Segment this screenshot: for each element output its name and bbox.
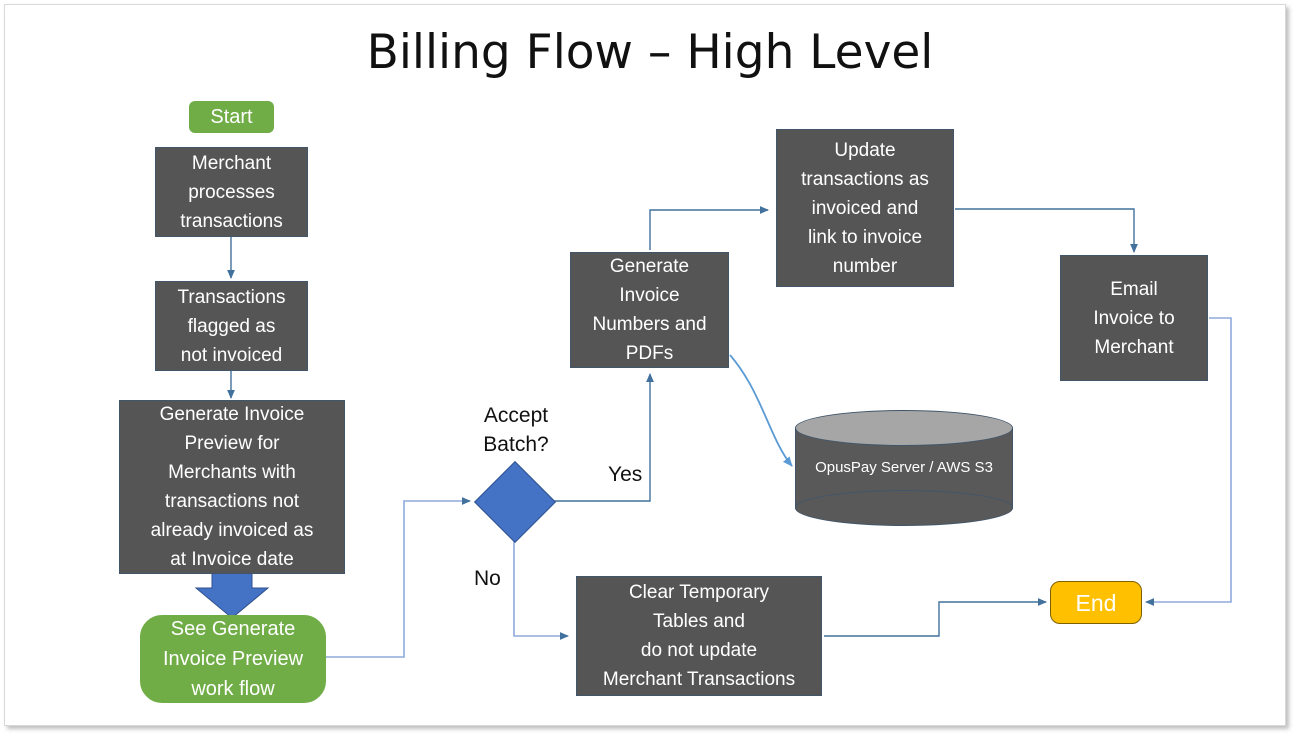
page-title: Billing Flow – High Level	[366, 25, 934, 80]
node-generate-invoice-preview-label: Generate Invoice Preview for Merchants w…	[150, 404, 314, 570]
node-transactions-flagged[interactable]: Transactions flagged as not invoiced	[155, 281, 308, 371]
node-generate-invoice-preview[interactable]: Generate Invoice Preview for Merchants w…	[119, 400, 345, 574]
node-start-label: Start	[210, 106, 253, 128]
node-accept-batch-label: Accept Batch?	[483, 404, 549, 456]
edge-clear-to-end	[824, 598, 1047, 637]
node-transactions-flagged-label: Transactions flagged as not invoiced	[177, 286, 286, 366]
cylinder-top	[795, 410, 1013, 446]
node-end[interactable]: End	[1050, 581, 1142, 624]
node-accept-batch-decision[interactable]	[473, 460, 557, 544]
node-generate-invoice-numbers-label: Generate Invoice Numbers and PDFs	[592, 256, 707, 364]
node-see-generate-invoice-preview-workflow[interactable]: See Generate Invoice Preview work flow	[140, 615, 326, 703]
node-merchant-processes[interactable]: Merchant processes transactions	[155, 147, 308, 237]
edge-invoices-to-update	[649, 206, 769, 250]
node-see-workflow-label: See Generate Invoice Preview work flow	[162, 618, 304, 700]
edge-label-yes: Yes	[608, 463, 643, 486]
edge-update-to-email	[955, 208, 1138, 253]
edge-decision-no	[513, 541, 569, 640]
node-generate-invoice-numbers-pdfs[interactable]: Generate Invoice Numbers and PDFs	[570, 252, 729, 368]
node-start[interactable]: Start	[189, 101, 274, 133]
node-merchant-processes-label: Merchant processes transactions	[180, 152, 283, 232]
node-update-transactions[interactable]: Update transactions as invoiced and link…	[776, 129, 954, 287]
node-email-invoice-to-merchant[interactable]: Email Invoice to Merchant	[1060, 255, 1208, 381]
edge-preview-to-workflow	[194, 572, 270, 619]
node-clear-temporary-tables-label: Clear Temporary Tables and do not update…	[602, 582, 796, 690]
node-email-invoice-label: Email Invoice to Merchant	[1093, 278, 1175, 358]
node-end-label: End	[1075, 589, 1117, 616]
node-opuspay-storage-label: OpusPay Server / AWS S3	[815, 459, 993, 476]
edge-invoices-to-storage	[729, 354, 793, 467]
node-update-transactions-label: Update transactions as invoiced and link…	[801, 139, 929, 277]
cylinder-bottom	[795, 490, 1013, 526]
edge-workflow-to-decision	[326, 497, 471, 658]
edge-label-no: No	[474, 567, 501, 590]
node-opuspay-storage[interactable]: OpusPay Server / AWS S3	[795, 410, 1013, 526]
node-clear-temporary-tables[interactable]: Clear Temporary Tables and do not update…	[576, 576, 822, 696]
